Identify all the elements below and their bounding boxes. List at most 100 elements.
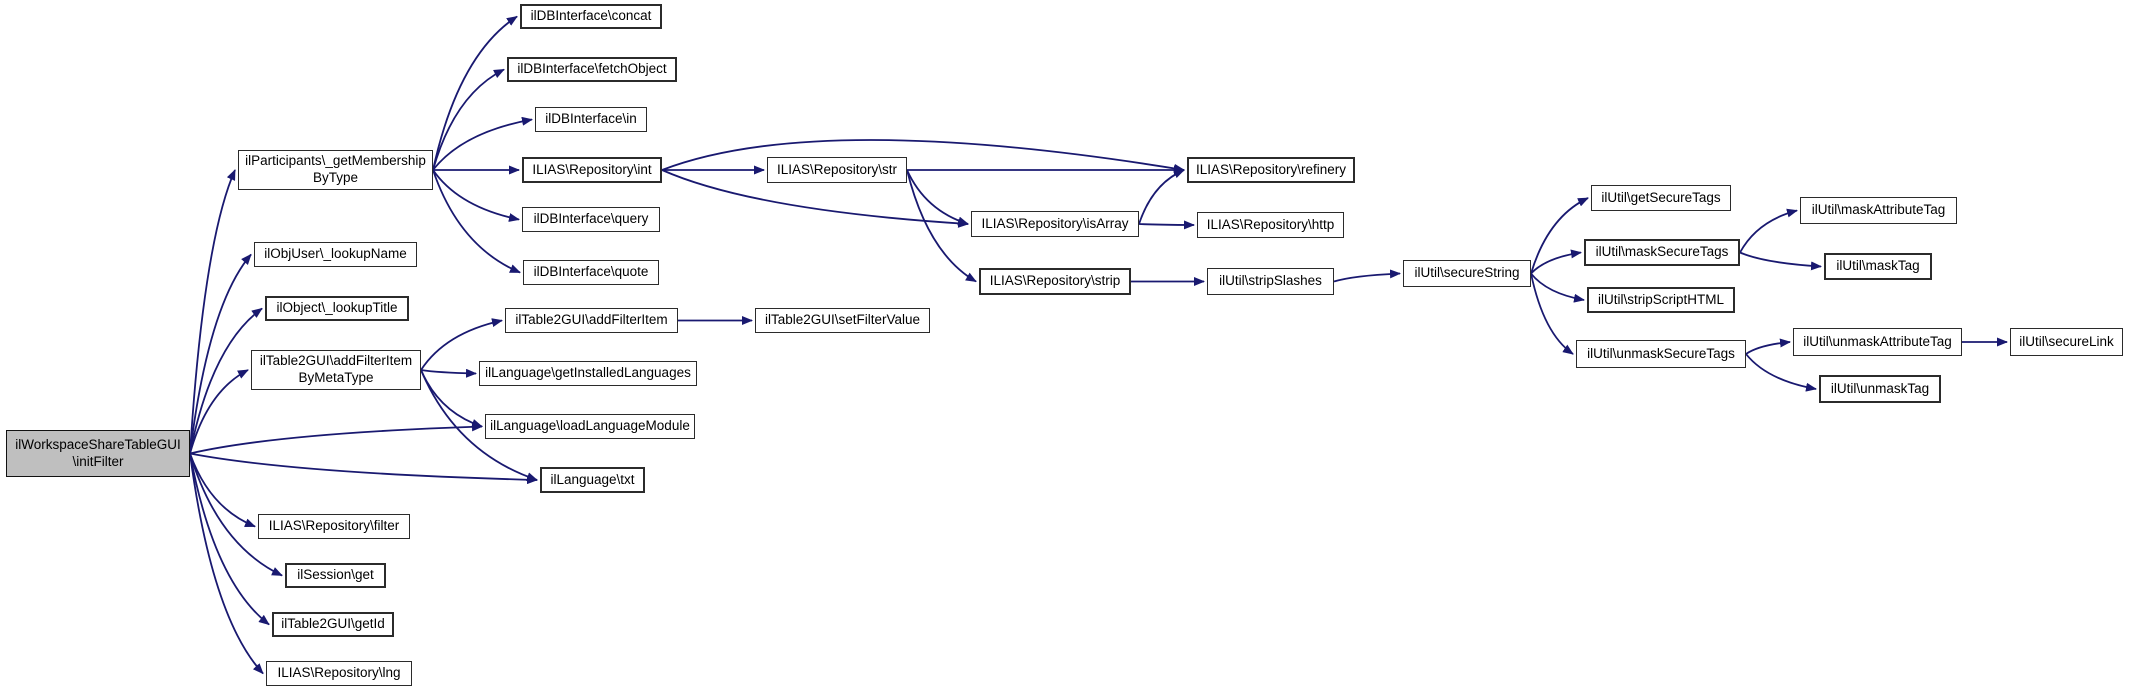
edge-repoStr-isArray <box>906 169 969 226</box>
edge-getMembershipByType-concat <box>432 15 518 171</box>
node-label: ilWorkspaceShareTableGUI <box>15 436 181 452</box>
node-label: ilUtil\stripScriptHTML <box>1597 291 1724 307</box>
node-label: ilLanguage\getInstalledLanguages <box>485 365 691 381</box>
node-label: ilDBInterface\in <box>545 111 637 127</box>
node-initFilter: ilWorkspaceShareTableGUI\initFilter <box>6 430 190 477</box>
node-label: ilDBInterface\fetchObject <box>517 61 667 77</box>
edge-initFilter-getId <box>189 453 270 626</box>
node-label: ilDBInterface\quote <box>533 264 649 280</box>
edge-getMembershipByType-quote <box>432 169 521 274</box>
edge-secureString-unmaskSecureTags <box>1530 273 1574 355</box>
node-label: ilTable2GUI\getId <box>281 616 385 632</box>
node-getId[interactable]: ilTable2GUI\getId <box>272 612 394 637</box>
node-maskTag[interactable]: ilUtil\maskTag <box>1824 253 1932 280</box>
node-maskAttributeTag[interactable]: ilUtil\maskAttributeTag <box>1800 197 1957 224</box>
edge-secureString-getSecureTags <box>1530 197 1589 274</box>
node-fetchObject[interactable]: ilDBInterface\fetchObject <box>507 57 677 82</box>
node-label: ILIAS\Repository\refinery <box>1195 161 1347 177</box>
node-label: ilUtil\secureLink <box>2019 333 2114 349</box>
node-label: ilTable2GUI\addFilterItem <box>259 353 413 369</box>
node-isArray[interactable]: ILIAS\Repository\isArray <box>971 211 1139 237</box>
node-dbIn[interactable]: ilDBInterface\in <box>535 107 647 132</box>
edge-repoInt-refinery <box>661 139 1185 173</box>
node-label: ilTable2GUI\addFilterItem <box>515 312 668 328</box>
edge-initFilter-getMembershipByType <box>189 169 236 454</box>
node-label: ilUtil\stripSlashes <box>1219 273 1322 289</box>
node-sessionGet[interactable]: ilSession\get <box>285 563 386 588</box>
node-label: ByMetaType <box>298 370 374 385</box>
node-label: ilUtil\secureString <box>1414 265 1520 281</box>
node-maskSecureTags[interactable]: ilUtil\maskSecureTags <box>1584 239 1740 266</box>
edge-isArray-refinery <box>1138 169 1185 225</box>
node-label: ilObjUser\_lookupName <box>264 246 407 262</box>
edge-initFilter-lookupName <box>189 253 252 454</box>
node-label: ilParticipants\_getMembership <box>245 153 426 169</box>
node-label: ilUtil\maskAttributeTag <box>1811 202 1946 218</box>
node-label: ilLanguage\loadLanguageModule <box>490 418 690 434</box>
edge-initFilter-repoLng <box>189 453 264 675</box>
edge-isArray-http <box>1138 220 1195 230</box>
edge-secureString-maskSecureTags <box>1530 249 1582 275</box>
node-unmaskSecureTags[interactable]: ilUtil\unmaskSecureTags <box>1576 340 1746 368</box>
node-label: ilDBInterface\concat <box>530 8 652 24</box>
node-http[interactable]: ILIAS\Repository\http <box>1197 212 1344 238</box>
node-secureLink[interactable]: ilUtil\secureLink <box>2010 328 2123 356</box>
node-loadLanguageModule[interactable]: ilLanguage\loadLanguageModule <box>485 414 695 439</box>
edge-getMembershipByType-dbIn <box>432 116 533 171</box>
node-getInstalledLanguages[interactable]: ilLanguage\getInstalledLanguages <box>479 361 697 386</box>
node-label: ILIAS\Repository\filter <box>268 518 400 534</box>
node-label: ilDBInterface\query <box>533 211 649 227</box>
node-label: ilUtil\maskSecureTags <box>1595 244 1729 260</box>
edge-initFilter-addFilterItemByMetaType <box>189 369 249 454</box>
edge-stripSlashes-secureString <box>1333 269 1401 283</box>
edge-maskSecureTags-maskAttributeTag <box>1739 208 1798 253</box>
node-label: ilObject\_lookupTitle <box>276 300 398 316</box>
node-label: ilUtil\unmaskSecureTags <box>1587 345 1735 361</box>
edge-addFilterItemByMetaType-getInstalledLanguages <box>420 368 477 378</box>
node-label: ByType <box>312 170 359 185</box>
node-label: ILIAS\Repository\http <box>1206 216 1335 232</box>
node-setFilterValue[interactable]: ilTable2GUI\setFilterValue <box>755 308 930 333</box>
node-unmaskAttributeTag[interactable]: ilUtil\unmaskAttributeTag <box>1793 328 1962 356</box>
node-repoInt[interactable]: ILIAS\Repository\int <box>522 157 662 183</box>
edge-initFilter-repoFilter <box>189 453 256 528</box>
node-label: ILIAS\Repository\str <box>776 161 898 177</box>
node-label: ilUtil\unmaskAttributeTag <box>1803 333 1952 349</box>
node-getSecureTags[interactable]: ilUtil\getSecureTags <box>1591 185 1731 211</box>
node-addFilterItem[interactable]: ilTable2GUI\addFilterItem <box>505 308 678 333</box>
node-lookupTitle[interactable]: ilObject\_lookupTitle <box>265 296 409 321</box>
node-query[interactable]: ilDBInterface\query <box>522 207 660 232</box>
node-label: ILIAS\Repository\lng <box>277 665 401 681</box>
node-stripScriptHTML[interactable]: ilUtil\stripScriptHTML <box>1587 287 1735 313</box>
edge-getMembershipByType-fetchObject <box>432 68 505 171</box>
node-repoFilter[interactable]: ILIAS\Repository\filter <box>258 514 410 539</box>
node-txt[interactable]: ilLanguage\txt <box>540 467 645 493</box>
node-stripSlashes[interactable]: ilUtil\stripSlashes <box>1207 268 1334 295</box>
node-strip[interactable]: ILIAS\Repository\strip <box>979 268 1131 295</box>
edge-initFilter-txt <box>189 452 538 485</box>
node-label: \initFilter <box>72 453 124 469</box>
node-concat[interactable]: ilDBInterface\concat <box>520 4 662 29</box>
edge-addFilterItemByMetaType-loadLanguageModule <box>420 369 483 428</box>
edge-unmaskSecureTags-unmaskAttributeTag <box>1745 338 1791 355</box>
node-secureString[interactable]: ilUtil\secureString <box>1403 260 1531 287</box>
node-quote[interactable]: ilDBInterface\quote <box>523 260 659 285</box>
node-repoLng[interactable]: ILIAS\Repository\lng <box>266 661 412 686</box>
node-refinery[interactable]: ILIAS\Repository\refinery <box>1187 157 1355 183</box>
edge-secureString-stripScriptHTML <box>1530 272 1585 303</box>
edge-unmaskSecureTags-unmaskTag <box>1745 353 1817 392</box>
node-label: ILIAS\Repository\int <box>532 161 652 177</box>
node-lookupName[interactable]: ilObjUser\_lookupName <box>254 242 417 267</box>
node-unmaskTag[interactable]: ilUtil\unmaskTag <box>1819 375 1941 403</box>
edge-initFilter-loadLanguageModule <box>189 422 483 455</box>
edge-maskSecureTags-maskTag <box>1739 251 1822 271</box>
node-label: ilTable2GUI\setFilterValue <box>764 312 921 328</box>
node-label: ilUtil\unmaskTag <box>1830 380 1930 396</box>
node-label: ILIAS\Repository\strip <box>989 273 1121 289</box>
edge-repoStr-strip <box>906 169 977 283</box>
node-repoStr[interactable]: ILIAS\Repository\str <box>767 157 907 183</box>
node-label: ilUtil\maskTag <box>1836 258 1920 274</box>
